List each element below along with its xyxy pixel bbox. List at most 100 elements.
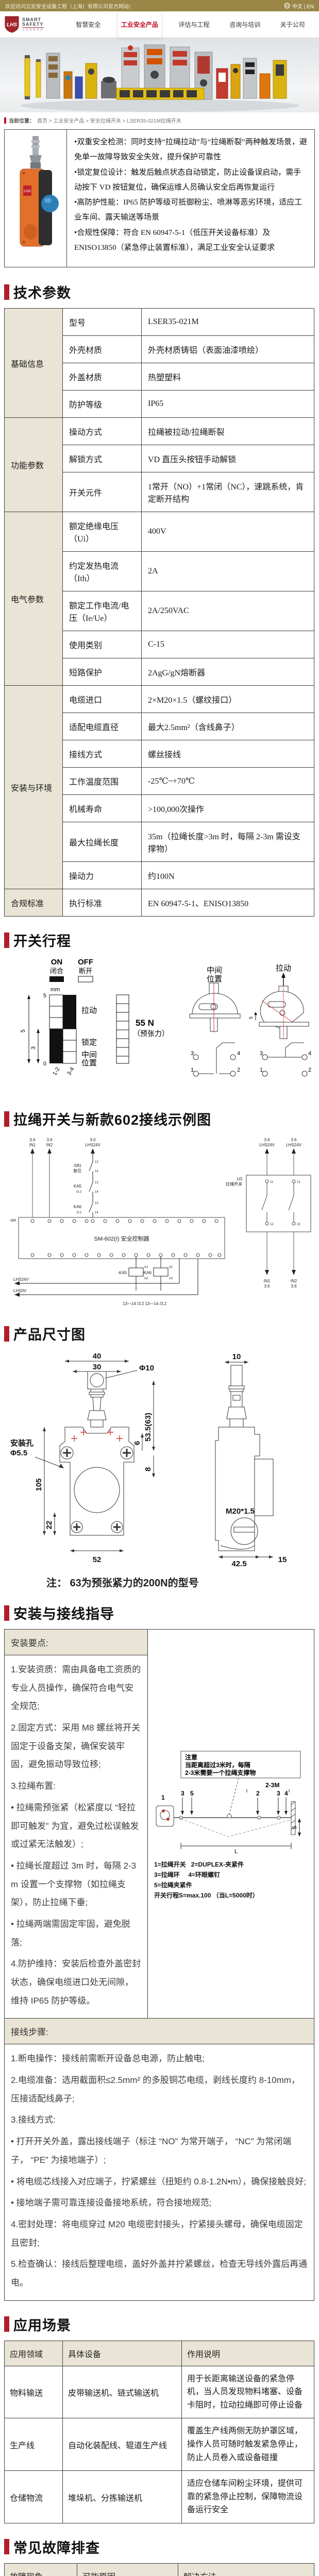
param-name: 工作温度范围 bbox=[62, 767, 142, 795]
logo-subtext: 立宏智能安全 bbox=[22, 28, 44, 31]
svg-text:位置: 位置 bbox=[207, 975, 222, 984]
app-purpose: 用于长距离输送设备的紧急停机，当人员发现物料堵塞、设备卡阻时，拉动拉绳即可停止设… bbox=[181, 2365, 314, 2419]
svg-text:拉绳开关: 拉绳开关 bbox=[226, 1181, 242, 1187]
nav-item-smart-safety[interactable]: 智慧安全 bbox=[76, 21, 101, 28]
section-title: 产品尺寸图 bbox=[13, 1327, 86, 1343]
svg-text:-SM: -SM bbox=[9, 1219, 16, 1223]
heading-accent-bar bbox=[4, 1326, 9, 1342]
language-label: 中文 | EN bbox=[292, 4, 314, 10]
tech-group: 基础信息 bbox=[4, 308, 63, 418]
language-switcher[interactable]: 中文 | EN bbox=[284, 2, 314, 10]
svg-text:断开: 断开 bbox=[79, 967, 92, 975]
table-row: 生产线 自动化装配线、辊道生产线 覆盖生产线两侧无防护罩区域，操作人员可随时触发… bbox=[4, 2418, 314, 2471]
svg-text:11: 11 bbox=[270, 1181, 274, 1184]
svg-text:IN1: IN1 bbox=[29, 1143, 36, 1147]
svg-text:3.6: 3.6 bbox=[291, 1138, 297, 1142]
svg-text:安装孔: 安装孔 bbox=[10, 1438, 33, 1448]
app-domain: 生产线 bbox=[4, 2418, 63, 2471]
applications-table: 应用领域 具体设备 作用说明 物料输送 皮带输送机、链式输送机 用于长距离输送设… bbox=[4, 2340, 314, 2523]
svg-text:A2: A2 bbox=[169, 1277, 173, 1280]
param-value: C-15 bbox=[141, 631, 314, 658]
svg-text:S: S bbox=[292, 1825, 298, 1829]
svg-text:2-3米需要一个拉绳支撑物: 2-3米需要一个拉绳支撑物 bbox=[185, 1769, 256, 1776]
app-domain: 物料输送 bbox=[4, 2365, 63, 2419]
svg-text:13: 13 bbox=[95, 1202, 98, 1205]
svg-text:LHS24V: LHS24V bbox=[13, 1277, 29, 1282]
column-header: 作用说明 bbox=[181, 2340, 314, 2366]
svg-text:12: 12 bbox=[270, 1223, 274, 1226]
table-row: 操动力约100N bbox=[5, 861, 314, 889]
svg-text:5: 5 bbox=[248, 1016, 254, 1019]
section-heading-wiring: 拉绳开关与新款602接线示例图 bbox=[4, 1109, 315, 1129]
nav-item-assessment[interactable]: 评估与工程 bbox=[178, 21, 210, 28]
svg-text:OFF: OFF bbox=[78, 958, 93, 967]
svg-text:14: 14 bbox=[95, 1191, 98, 1194]
svg-text:6: 6 bbox=[133, 1441, 142, 1445]
section-title: 技术参数 bbox=[13, 285, 71, 301]
switch-travel-diagram: ON 闭合 OFF 断开 mm 5 0 1-2 3-4 5 3 拉动 锁定 中间… bbox=[4, 956, 315, 1095]
svg-text:8: 8 bbox=[144, 1467, 153, 1471]
faults-table: 故障现象 可能原因 解决方法 拉绳拉动无反应 1.拉绳过松; 2.接线端子松动;… bbox=[4, 2563, 314, 2576]
param-name: 执行标准 bbox=[62, 889, 142, 917]
svg-text:3: 3 bbox=[191, 1050, 194, 1057]
section-heading-tech: 技术参数 bbox=[4, 282, 315, 302]
svg-text:（预张力）: （预张力） bbox=[133, 1029, 169, 1038]
column-header: 应用领域 bbox=[4, 2340, 63, 2366]
svg-text:3: 3 bbox=[277, 1790, 280, 1797]
svg-text:3: 3 bbox=[260, 1050, 263, 1057]
install-point: • 拉绳长度超过 3m 时，每隔 2-3 m 设置一个支撑物（如拉绳支架），防止… bbox=[11, 1860, 137, 1908]
section-heading-travel: 开关行程 bbox=[4, 930, 315, 950]
main-nav: 智慧安全 工业安全产品 评估与工程 咨询与培训 关于公司 bbox=[66, 11, 315, 38]
svg-text:22: 22 bbox=[45, 1521, 54, 1530]
svg-text:ON: ON bbox=[51, 958, 63, 967]
table-row: 1.安装资质：需由具备电工资质的专业人员操作，确保符合电气安全规范; 2.固定方… bbox=[4, 1654, 314, 2019]
svg-text:A1: A1 bbox=[169, 1266, 173, 1269]
wiring-step: • 将电缆芯线接入对应端子，拧紧螺丝（扭矩约 0.8-1.2N•m），确保接触良… bbox=[11, 2176, 306, 2187]
column-header: 解决方法 bbox=[178, 2563, 314, 2576]
svg-text:当距离超过3米时，每隔: 当距离超过3米时，每隔 bbox=[185, 1761, 250, 1769]
svg-text:105: 105 bbox=[35, 1478, 43, 1491]
feature-item: •高防护性能：IP65 防护等级可抵御粉尘、喷淋等恶劣环境，适应工业车间、露天输… bbox=[74, 198, 303, 222]
svg-text:3-4: 3-4 bbox=[66, 1066, 75, 1077]
table-row: 额定工作电流/电压（Ie/Ue）2A/250VAC bbox=[5, 591, 314, 631]
svg-text:3.6: 3.6 bbox=[291, 1284, 297, 1289]
svg-text:30: 30 bbox=[93, 1363, 102, 1371]
param-value: 热塑塑料 bbox=[141, 363, 314, 391]
svg-text:中间: 中间 bbox=[81, 1050, 97, 1059]
svg-text:LHS: LHS bbox=[7, 22, 17, 28]
product-collage bbox=[21, 44, 299, 112]
svg-text:IN2: IN2 bbox=[291, 1279, 297, 1283]
install-table: 安装要点: 注意 当距离超过3米时，每隔 2-3米需要一个拉绳支撑物 1 bbox=[4, 1629, 314, 2301]
dimension-drawing: 40 30 Φ10 安装孔 Φ5.5 53.5(63) 6 8 105 22 5… bbox=[4, 1350, 315, 1571]
nav-item-about[interactable]: 关于公司 bbox=[280, 21, 305, 28]
svg-text:13: 13 bbox=[95, 1161, 98, 1164]
svg-text:2: 2 bbox=[237, 1067, 240, 1073]
svg-text:Φ10: Φ10 bbox=[139, 1364, 154, 1372]
svg-text:4: 4 bbox=[308, 1050, 311, 1057]
install-point: 3.拉绳布置: bbox=[11, 1781, 56, 1791]
param-value: 2AgG/gN熔断器 bbox=[141, 658, 314, 686]
wiring-steps: 1.断电操作：接线前需断开设备总电源，防止触电; 2.电缆准备：选用截面积≤2.… bbox=[4, 2044, 314, 2301]
svg-text:3.0: 3.0 bbox=[90, 1138, 96, 1142]
nav-item-industrial-products[interactable]: 工业安全产品 bbox=[117, 11, 162, 38]
param-value: VD 直压头按钮手动解锁 bbox=[141, 445, 314, 472]
nav-item-consulting[interactable]: 咨询与培训 bbox=[229, 21, 261, 28]
param-value: 约100N bbox=[141, 861, 314, 889]
svg-text:闭合: 闭合 bbox=[50, 967, 63, 975]
wiring-steps-header: 接线步骤: bbox=[4, 2018, 314, 2045]
section-title: 拉绳开关与新款602接线示例图 bbox=[13, 1112, 212, 1128]
topbar: 欢迎访问立宏安全设备工程（上海）有限公司官方网站! 中文 | EN bbox=[0, 0, 319, 11]
param-name: 外壳材质 bbox=[62, 335, 142, 363]
param-name: 短路保护 bbox=[62, 658, 142, 686]
logo[interactable]: LHS SMART SAFETY 立宏智能安全 bbox=[4, 15, 66, 33]
param-name: 最大拉绳长度 bbox=[62, 822, 142, 862]
svg-text:53.5(63): 53.5(63) bbox=[144, 1413, 153, 1442]
breadcrumb-path[interactable]: 首页 > 工业安全产品 > 安全拉绳开关 > LSER35-021M拉绳开关 bbox=[37, 118, 181, 124]
wiring-step: • 打开开关外盖，露出接线端子（标注 “NO” 为常开端子， “NC” 为常闭端… bbox=[11, 2137, 292, 2165]
svg-text:LHS0V: LHS0V bbox=[13, 1289, 27, 1293]
